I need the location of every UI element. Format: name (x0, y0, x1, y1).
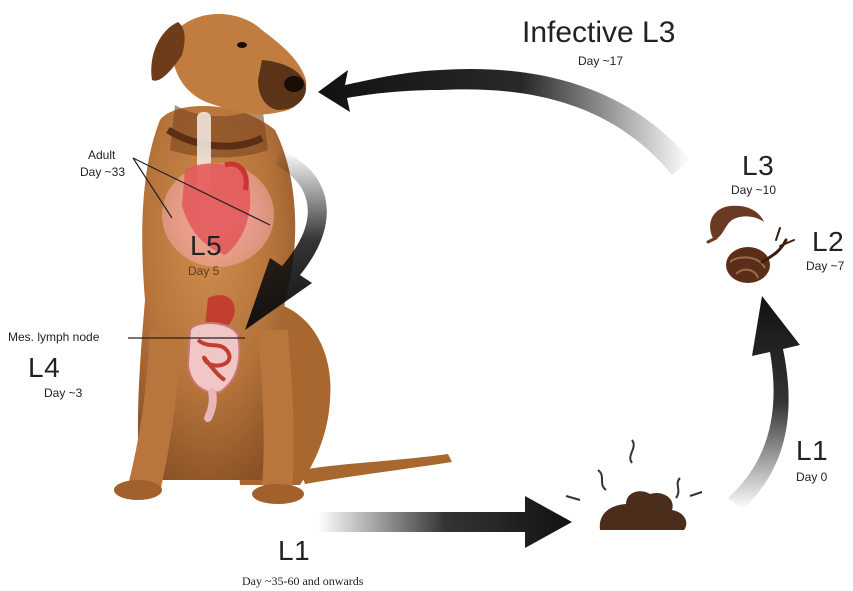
arrow-l1-to-feces (318, 496, 572, 548)
infective-l3-day: Day ~17 (578, 54, 623, 68)
l2-label: L2 (812, 226, 844, 258)
l5-label: L5 (190, 230, 222, 262)
l1-environment-label: L1 (796, 435, 828, 467)
adult-label: Adult (88, 148, 115, 162)
arrow-infective-l3 (318, 69, 690, 175)
l3-day: Day ~10 (731, 183, 776, 197)
arrow-l1-to-l2 (728, 296, 800, 510)
l4-label: L4 (28, 352, 60, 384)
l1-environment-day: Day 0 (796, 470, 827, 484)
l5-day: Day 5 (188, 264, 219, 278)
l1-shed-label: L1 (278, 535, 310, 567)
l3-label: L3 (742, 150, 774, 182)
infective-l3-label: Infective L3 (522, 16, 675, 50)
feces-icon (566, 440, 702, 530)
adult-day: Day ~33 (80, 165, 125, 179)
lymph-node-label: Mes. lymph node (8, 330, 99, 344)
snail-icon (726, 228, 794, 283)
l1-shed-day: Day ~35-60 and onwards (242, 574, 363, 589)
slug-icon (708, 206, 764, 242)
l4-day: Day ~3 (44, 386, 82, 400)
l2-day: Day ~7 (806, 259, 844, 273)
